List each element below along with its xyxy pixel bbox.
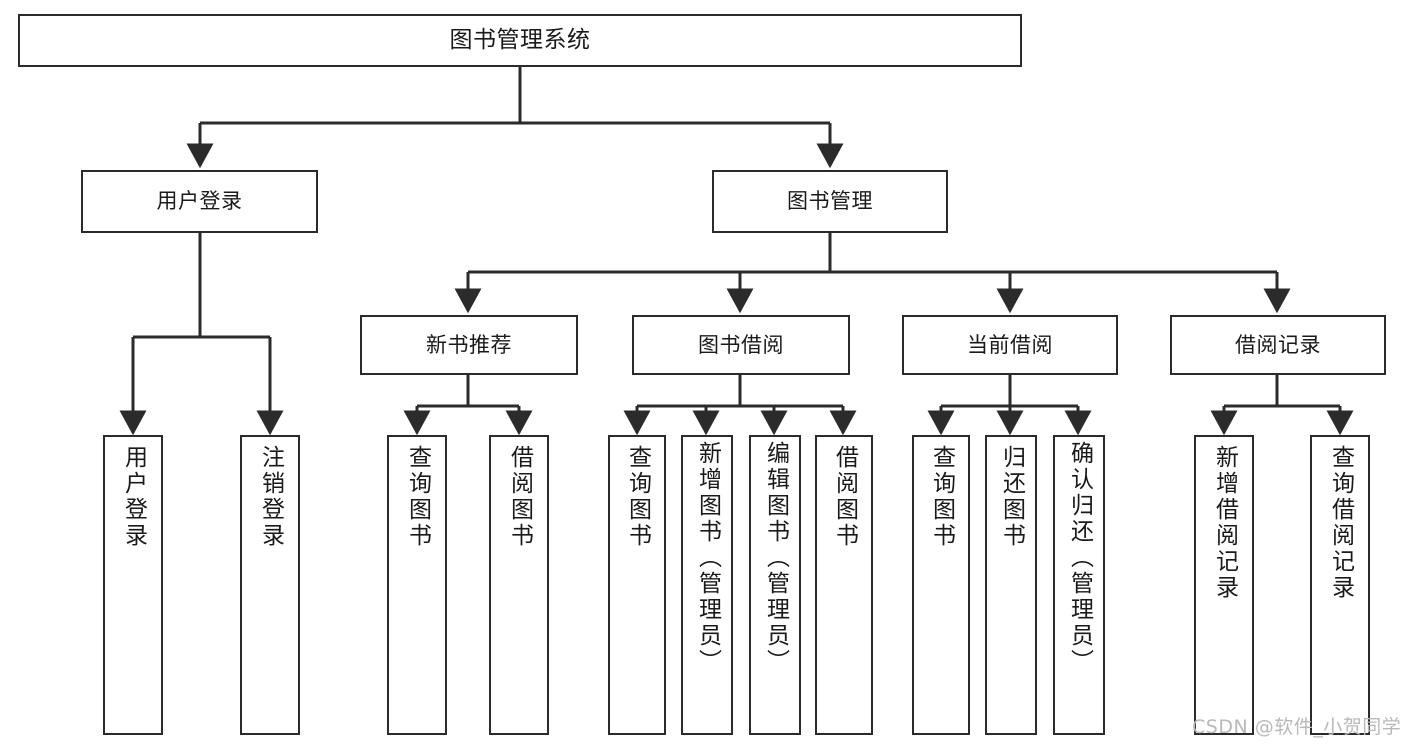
- node-leaf-edit-book[interactable]: 编辑图书（管理员）: [749, 435, 801, 735]
- node-current-borrow-label: 当前借阅: [967, 332, 1053, 357]
- node-leaf-confirm-return[interactable]: 确认归还（管理员）: [1053, 435, 1105, 735]
- node-book-borrow[interactable]: 图书借阅: [632, 315, 850, 375]
- node-root[interactable]: 图书管理系统: [18, 14, 1022, 67]
- node-leaf-confirm-return-label: 确认归还（管理员）: [1066, 441, 1093, 675]
- node-leaf-query-book-1-label: 查询图书: [404, 445, 431, 549]
- node-leaf-query-record-label: 查询借阅记录: [1327, 445, 1354, 601]
- node-leaf-query-book-1[interactable]: 查询图书: [387, 435, 447, 735]
- node-leaf-query-book-2-label: 查询图书: [624, 445, 651, 549]
- node-leaf-query-book-3-label: 查询图书: [928, 445, 955, 549]
- node-leaf-borrow-book-2[interactable]: 借阅图书: [815, 435, 873, 735]
- node-leaf-return-book[interactable]: 归还图书: [985, 435, 1037, 735]
- node-leaf-user-login-label: 用户登录: [120, 445, 147, 549]
- node-borrow-record[interactable]: 借阅记录: [1170, 315, 1386, 375]
- node-leaf-logout[interactable]: 注销登录: [240, 435, 300, 735]
- node-leaf-add-book-label: 新增图书（管理员）: [694, 441, 721, 675]
- node-leaf-add-record[interactable]: 新增借阅记录: [1194, 435, 1254, 735]
- node-leaf-query-book-2[interactable]: 查询图书: [608, 435, 666, 735]
- node-leaf-user-login[interactable]: 用户登录: [103, 435, 163, 735]
- node-root-label: 图书管理系统: [449, 26, 591, 53]
- node-user-login[interactable]: 用户登录: [81, 170, 318, 233]
- node-borrow-record-label: 借阅记录: [1235, 332, 1321, 357]
- node-leaf-query-book-3[interactable]: 查询图书: [912, 435, 970, 735]
- node-leaf-add-book[interactable]: 新增图书（管理员）: [681, 435, 733, 735]
- node-current-borrow[interactable]: 当前借阅: [902, 315, 1118, 375]
- node-leaf-edit-book-label: 编辑图书（管理员）: [762, 441, 789, 675]
- node-book-management-label: 图书管理: [787, 189, 873, 214]
- node-new-book-recommend[interactable]: 新书推荐: [360, 315, 578, 375]
- node-new-book-recommend-label: 新书推荐: [426, 332, 512, 357]
- node-book-borrow-label: 图书借阅: [698, 332, 784, 357]
- node-leaf-add-record-label: 新增借阅记录: [1211, 445, 1238, 601]
- node-leaf-borrow-book-1-label: 借阅图书: [506, 445, 533, 549]
- node-book-management[interactable]: 图书管理: [712, 170, 948, 233]
- node-user-login-label: 用户登录: [156, 189, 243, 214]
- node-leaf-logout-label: 注销登录: [257, 445, 284, 549]
- node-leaf-query-record[interactable]: 查询借阅记录: [1310, 435, 1370, 735]
- node-leaf-borrow-book-1[interactable]: 借阅图书: [489, 435, 549, 735]
- csdn-watermark: CSDN @软件_小贺同学: [1192, 716, 1402, 738]
- node-leaf-return-book-label: 归还图书: [998, 445, 1025, 549]
- node-leaf-borrow-book-2-label: 借阅图书: [831, 445, 858, 549]
